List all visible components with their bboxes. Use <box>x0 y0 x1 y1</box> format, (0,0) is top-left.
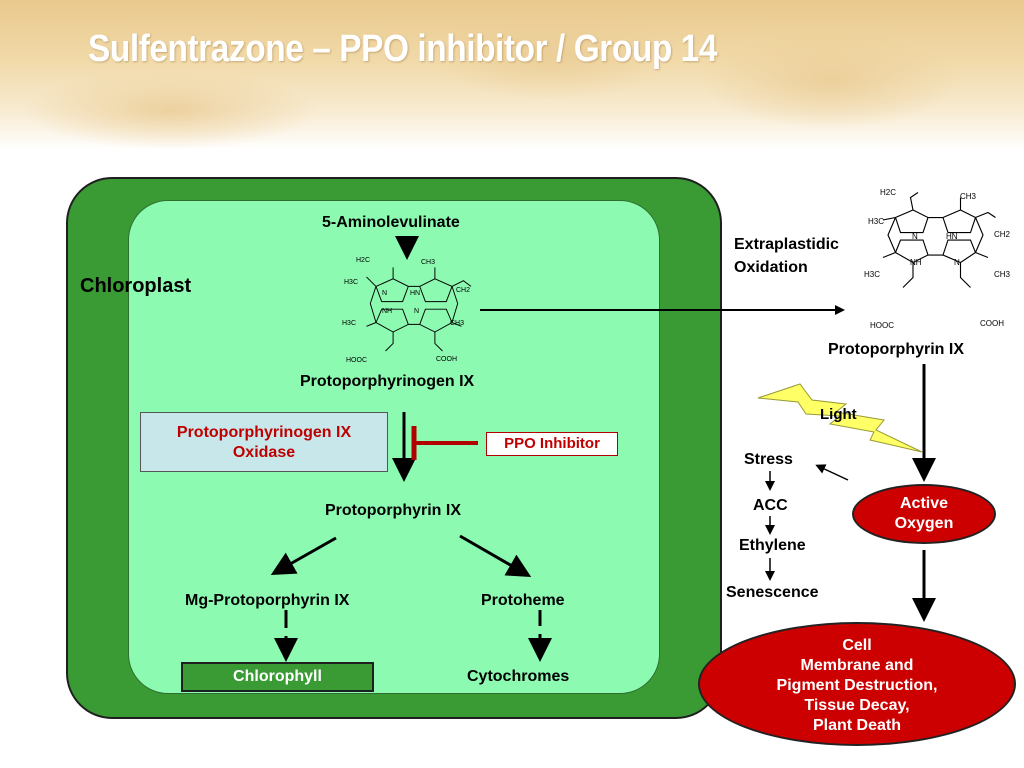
mol-ch3: CH3 <box>994 270 1011 279</box>
mol-ch2: CH2 <box>994 230 1011 239</box>
light-label: Light <box>820 406 857 423</box>
mol-h3c: H3C <box>342 320 357 327</box>
mol-h3c: H3C <box>864 270 881 279</box>
enzyme-name-line2: Oxidase <box>232 444 296 461</box>
mol-nh: NH <box>910 258 922 267</box>
senescence-label: Senescence <box>726 584 819 601</box>
active-oxygen-line1: Active <box>899 495 949 512</box>
damage-line-4: Tissue Decay, <box>804 697 910 714</box>
mol-nh: NH <box>382 308 393 315</box>
mol-hooc: HOOC <box>870 321 894 330</box>
mol-ch2: CH2 <box>456 287 471 294</box>
mol-n: N <box>382 290 388 297</box>
oxidation-label: Oxidation <box>734 259 808 276</box>
mol-ch3: CH3 <box>960 192 977 201</box>
mol-hn: HN <box>410 290 421 297</box>
header-background <box>0 0 1024 150</box>
chlorophyll-box: Chlorophyll <box>181 662 374 692</box>
substrate-label: Protoporphyrinogen IX <box>300 373 475 390</box>
slide-title: Sulfentrazone – PPO inhibitor / Group 14 <box>88 28 717 70</box>
extraplastidic-product-label: Protoporphyrin IX <box>828 341 964 358</box>
ethylene-label: Ethylene <box>739 537 806 554</box>
mol-h2c: H2C <box>356 257 371 264</box>
stress-label: Stress <box>744 451 793 468</box>
chloroplast-label: Chloroplast <box>80 275 192 297</box>
active-oxygen-ellipse: Active Oxygen <box>852 484 996 544</box>
mol-n: N <box>912 232 918 241</box>
mol-n: N <box>414 308 420 315</box>
mol-cooh: COOH <box>436 356 457 363</box>
mol-hooc: HOOC <box>346 357 367 364</box>
mol-ch3: CH3 <box>421 259 436 266</box>
extraplastidic-label: Extraplastidic <box>734 236 839 253</box>
mol-h2c: H2C <box>880 188 897 197</box>
enzyme-box: Protoporphyrinogen IX Oxidase <box>140 412 388 472</box>
ppo-inhibitor-box: PPO Inhibitor <box>486 432 618 456</box>
arrow-to-stress <box>815 464 849 481</box>
damage-line-3: Pigment Destruction, <box>776 677 938 694</box>
precursor-label: 5-Aminolevulinate <box>322 214 460 231</box>
wheat-decoration <box>430 10 670 100</box>
damage-line-5: Plant Death <box>812 717 901 734</box>
acc-label: ACC <box>753 497 788 514</box>
cell-damage-ellipse: Cell Membrane and Pigment Destruction, T… <box>698 622 1016 746</box>
arrow-to-mg-protoporphyrin <box>270 536 337 575</box>
mg-protoporphyrin-label: Mg-Protoporphyrin IX <box>185 592 350 609</box>
mol-h3c: H3C <box>344 279 359 286</box>
protoheme-label: Protoheme <box>481 592 565 609</box>
protoporphyrin-structure-panel <box>862 186 1016 334</box>
lightning-icon <box>757 383 923 453</box>
mol-hn: HN <box>946 232 958 241</box>
damage-line-1: Cell <box>842 637 872 654</box>
active-oxygen-line2: Oxygen <box>894 515 954 532</box>
mol-n: N <box>954 258 960 267</box>
cytochromes-label: Cytochromes <box>467 668 570 685</box>
mol-cooh: COOH <box>980 319 1004 328</box>
mol-h3c: H3C <box>868 217 885 226</box>
wheat-decoration <box>20 70 320 150</box>
damage-line-2: Membrane and <box>800 657 914 674</box>
arrow-to-protoheme <box>459 534 532 577</box>
mol-ch3: CH3 <box>450 320 465 327</box>
enzyme-name-line1: Protoporphyrinogen IX <box>176 424 352 441</box>
wheat-decoration <box>700 30 960 130</box>
product-label: Protoporphyrin IX <box>325 502 461 519</box>
